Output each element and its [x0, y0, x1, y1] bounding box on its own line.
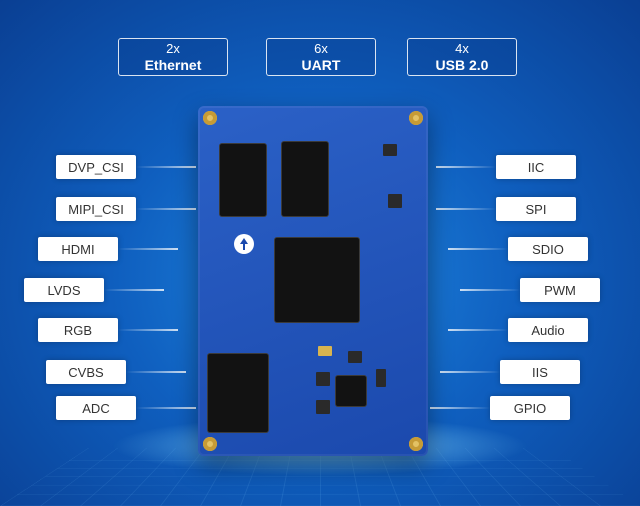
label-rgb: RGB: [38, 318, 178, 342]
label-lvds: LVDS: [24, 278, 164, 302]
label-hdmi: HDMI: [38, 237, 178, 261]
mounting-hole: [203, 437, 217, 451]
crystal: [318, 346, 332, 356]
label-adc: ADC: [56, 396, 196, 420]
ddr-chip: [220, 144, 266, 216]
label-gpio: GPIO: [430, 396, 570, 420]
label-cvbs: CVBS: [46, 360, 186, 384]
small-ic: [388, 194, 402, 208]
mounting-hole: [203, 111, 217, 125]
label-audio: Audio: [448, 318, 588, 342]
label-spi: SPI: [436, 197, 576, 221]
badge-label: USB 2.0: [435, 57, 489, 73]
upload-icon: [234, 234, 254, 254]
pmic-chip: [336, 376, 366, 406]
badge-count: 4x: [455, 41, 469, 56]
label-iis: IIS: [440, 360, 580, 384]
inductor: [316, 372, 330, 386]
label-mipi-csi: MIPI_CSI: [56, 197, 196, 221]
mounting-hole: [409, 111, 423, 125]
label-sdio: SDIO: [448, 237, 588, 261]
inductor: [316, 400, 330, 414]
small-ic: [383, 144, 397, 156]
badge-usb: 4x USB 2.0: [407, 38, 517, 76]
badge-count: 6x: [314, 41, 328, 56]
badge-uart: 6x UART: [266, 38, 376, 76]
emmc-chip: [208, 354, 268, 432]
badge-label: Ethernet: [144, 57, 202, 73]
label-iic: IIC: [436, 155, 576, 179]
badge-count: 2x: [166, 41, 180, 56]
label-pwm: PWM: [460, 278, 600, 302]
inductor: [376, 369, 386, 387]
cpu-chip: [275, 238, 359, 322]
ddr-chip: [282, 142, 328, 216]
inductor: [348, 351, 362, 363]
badge-label: UART: [301, 57, 341, 73]
core-board: [198, 106, 428, 456]
badge-ethernet: 2x Ethernet: [118, 38, 228, 76]
mounting-hole: [409, 437, 423, 451]
label-dvp-csi: DVP_CSI: [56, 155, 196, 179]
